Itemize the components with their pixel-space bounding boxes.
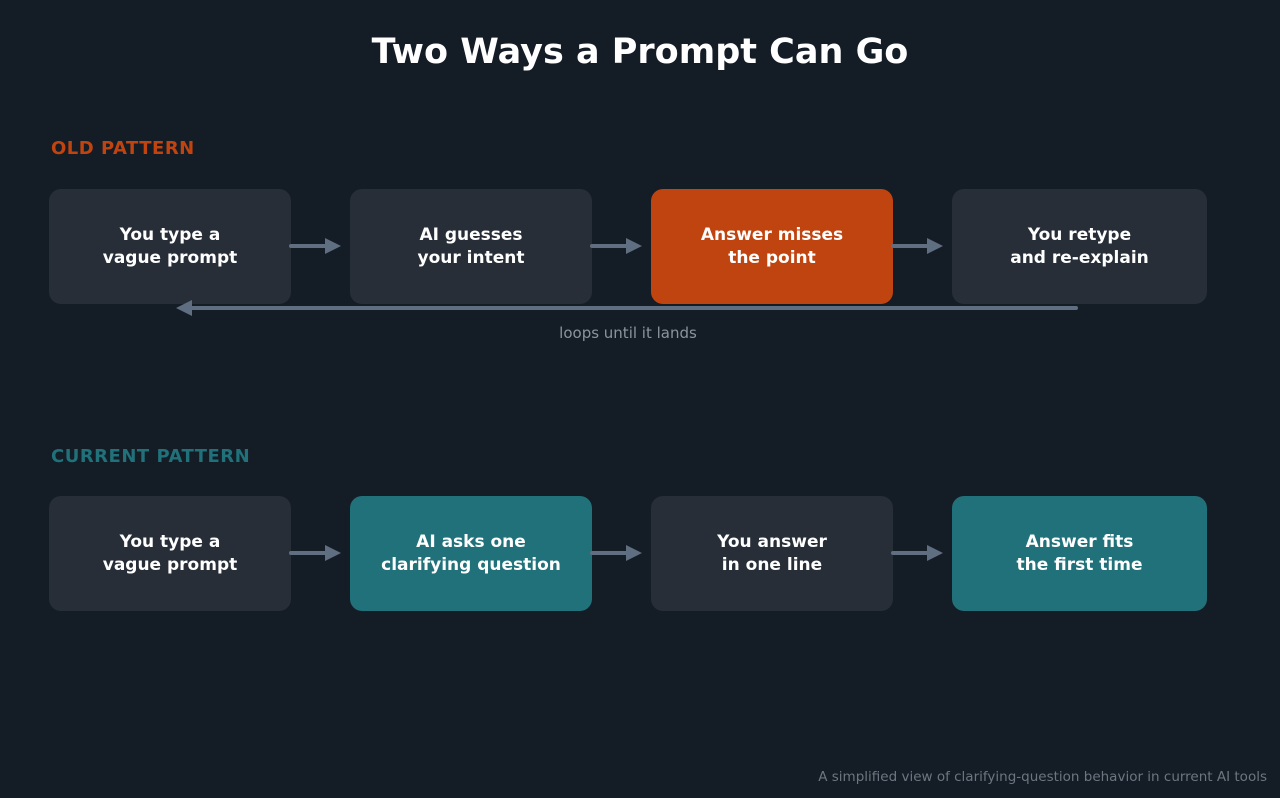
current-step-2-text: AI asks one clarifying question (381, 531, 561, 575)
current-step-3-box: You answer in one line (651, 496, 893, 611)
current-step-3-text: You answer in one line (717, 531, 827, 575)
old-step-2-box: AI guesses your intent (350, 189, 592, 304)
old-step-4-box: You retype and re-explain (952, 189, 1207, 304)
loop-label: loops until it lands (559, 324, 697, 342)
old-step-1-text: You type a vague prompt (102, 224, 238, 268)
old-step-2-text: AI guesses your intent (417, 224, 525, 268)
current-arrow-2-3 (590, 545, 642, 561)
current-step-4-box: Answer fits the first time (952, 496, 1207, 611)
old-arrow-3-4 (891, 238, 943, 254)
current-pattern-label: CURRENT PATTERN (51, 446, 251, 467)
current-step-1-text: You type a vague prompt (102, 531, 238, 575)
old-step-4-text: You retype and re-explain (1010, 224, 1149, 268)
current-step-4-text: Answer fits the first time (1016, 531, 1143, 575)
current-arrow-3-4 (891, 545, 943, 561)
old-step-3-text: Answer misses the point (700, 224, 844, 268)
current-arrow-1-2 (289, 545, 341, 561)
old-step-1-box: You type a vague prompt (49, 189, 291, 304)
old-pattern-label: OLD PATTERN (51, 138, 195, 159)
loop-back-arrow (176, 300, 1078, 316)
old-arrow-2-3 (590, 238, 642, 254)
old-step-3-box: Answer misses the point (651, 189, 893, 304)
old-arrow-1-2 (289, 238, 341, 254)
current-step-2-box: AI asks one clarifying question (350, 496, 592, 611)
current-step-1-box: You type a vague prompt (49, 496, 291, 611)
footnote: A simplified view of clarifying-question… (818, 769, 1267, 785)
diagram-title: Two Ways a Prompt Can Go (371, 32, 909, 72)
